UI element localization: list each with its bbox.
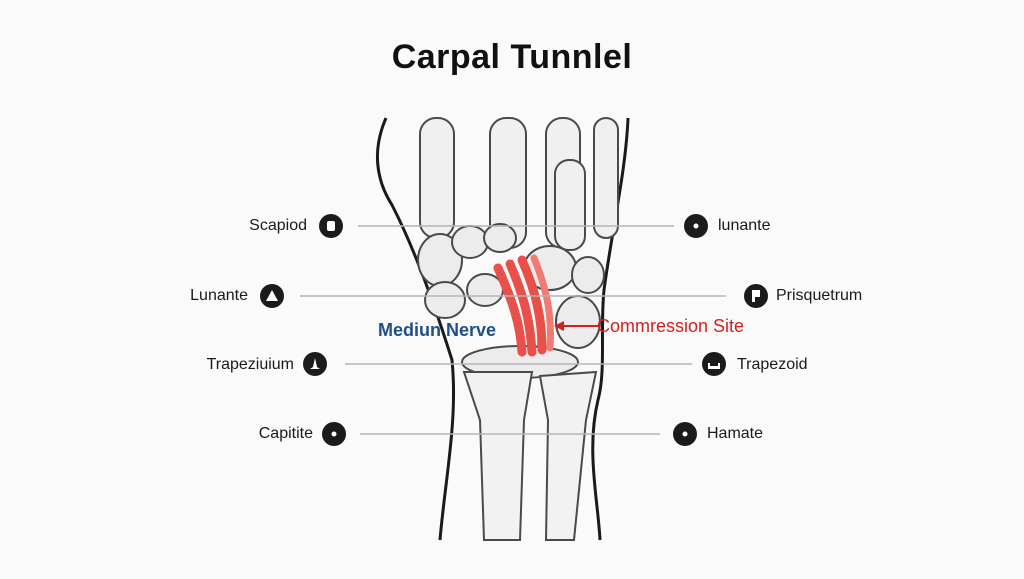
- dot-icon: [673, 422, 697, 446]
- dot-icon: [322, 422, 346, 446]
- label-hamate: Hamate: [707, 425, 764, 442]
- label-lunate-right: lunante: [718, 217, 771, 234]
- flag-icon: [744, 284, 768, 308]
- label-capitate: Capitite: [258, 425, 313, 442]
- rounded-square-icon: [319, 214, 343, 238]
- metacarpals: [419, 117, 619, 251]
- triangle-icon: [260, 284, 284, 308]
- label-lunate-left: Lunante: [190, 287, 248, 304]
- leader-lines: [300, 225, 726, 435]
- carpal-bones: [417, 223, 605, 379]
- diagram-title: Carpal Tunnlel: [391, 38, 633, 76]
- label-triquetrum: Prisquetrum: [776, 287, 863, 304]
- dish-icon: [702, 352, 726, 376]
- median-nerve: [493, 254, 554, 357]
- bell-icon: [303, 352, 327, 376]
- median-nerve-label: Mediun Nerve: [378, 320, 497, 340]
- compression-site-label: Commression Site: [597, 316, 745, 336]
- label-trapezoid: Trapezoid: [737, 356, 808, 373]
- label-scaphoid: Scapiod: [249, 217, 307, 234]
- label-trapezium: Trapeziuium: [206, 356, 294, 373]
- forearm-bones: [462, 370, 598, 541]
- hand-outline-right: [591, 117, 630, 541]
- dot-icon: [684, 214, 708, 238]
- compression-arrow: [554, 321, 600, 331]
